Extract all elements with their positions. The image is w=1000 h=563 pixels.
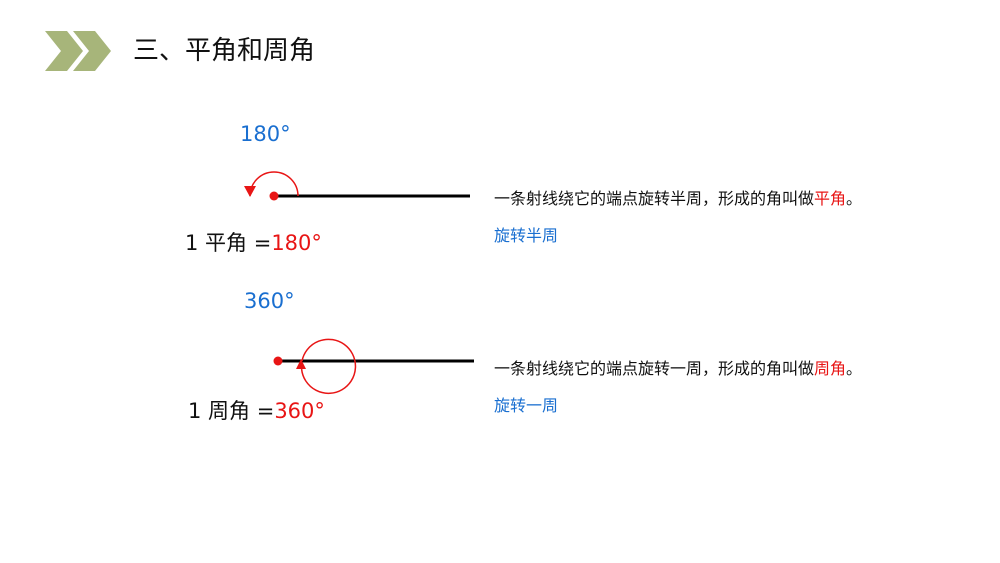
page-title: 三、平角和周角 (133, 36, 316, 66)
full-angle-equation-value: 360° (274, 399, 325, 423)
full-angle-definition: 一条射线绕它的端点旋转一周，形成的角叫做周角。 (494, 358, 862, 380)
full-angle-degree-label: 360° (244, 289, 295, 313)
straight-angle-degree-label: 180° (240, 122, 291, 146)
straight-angle-term: 平角 (814, 189, 847, 208)
full-angle-term: 周角 (814, 359, 847, 378)
half-turn-arrow-icon (244, 186, 256, 197)
straight-angle-definition-suffix: 。 (846, 189, 863, 208)
full-angle-equation: 1 周角 =360° (188, 397, 325, 425)
full-turn-arrow-icon (296, 359, 306, 369)
full-turn-label: 旋转一周 (494, 396, 559, 415)
straight-angle-equation-value: 180° (271, 231, 322, 255)
full-angle-equation-prefix: 1 周角 = (188, 399, 275, 423)
straight-angle-definition: 一条射线绕它的端点旋转半周，形成的角叫做平角。 (494, 188, 862, 210)
full-angle-definition-suffix: 。 (846, 359, 863, 378)
full-angle-definition-prefix: 一条射线绕它的端点旋转一周，形成的角叫做 (494, 359, 815, 378)
chevron-arrows-icon (45, 31, 111, 71)
straight-angle-equation: 1 平角 =180° (185, 229, 322, 257)
half-turn-label: 旋转半周 (494, 226, 559, 245)
straight-angle-vertex (269, 191, 279, 201)
straight-angle-equation-prefix: 1 平角 = (185, 231, 272, 255)
straight-angle-definition-prefix: 一条射线绕它的端点旋转半周，形成的角叫做 (494, 189, 815, 208)
full-turn-arc (300, 338, 357, 395)
full-angle-vertex (273, 356, 283, 366)
